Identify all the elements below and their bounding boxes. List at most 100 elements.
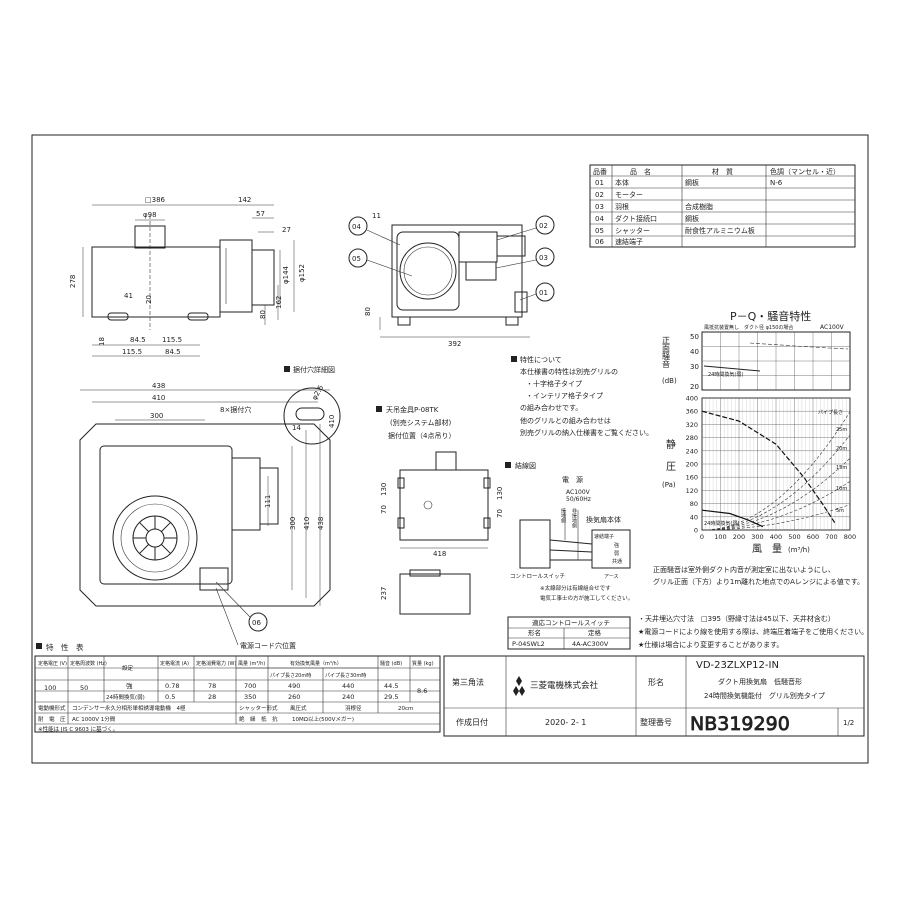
dim-80: 80 (259, 310, 267, 319)
pipe-15m: 15m (836, 465, 847, 471)
tb-model: VD-23ZLXP12-IN (696, 660, 779, 671)
switch-model: P-04SWL2 (512, 640, 545, 648)
note-2: ★電源コードにより線を使用する際は、終端圧着端子をご使用ください。 (638, 627, 868, 636)
features-line-6: 別売グリルの納入仕様書をご覧ください。 (520, 428, 653, 437)
hanger-sub1: (別売システム部材) (390, 418, 452, 427)
spec-shutter-value: 風圧式 (290, 704, 307, 712)
spec-h-frequency: 定格周波数 (Hz) (70, 660, 107, 667)
pq-noise-label: 正面騒音 (662, 336, 671, 369)
bottom-callout-06: 06 (252, 619, 261, 627)
callout-03: 03 (539, 254, 548, 262)
pq-pipe-curve (702, 457, 851, 531)
parts-row-2-no: 02 (595, 191, 604, 199)
pq-ytick-label: 320 (686, 421, 698, 429)
spec-row1-pipe30: 440 (342, 682, 354, 690)
dim-phi152: φ152 (298, 264, 306, 282)
parts-row-3-material: 合成樹脂 (685, 202, 713, 211)
features-line-3: ・インテリア格子タイプ (526, 391, 603, 400)
spec-table: 特 性 表 定格電圧 (V) 定格周波数 (Hz) 設定 定格電流 (A) 定格… (34, 642, 441, 733)
pq-series-line (701, 509, 764, 528)
tb-company: 三菱電機株式会社 (530, 680, 599, 691)
hanger-dim-70b: 70 (496, 509, 504, 518)
mount-detail-title: 据付穴詳細図 (293, 365, 335, 374)
pq-ytick-label: 400 (686, 395, 698, 403)
dim-115-5-a: 115.5 (162, 336, 182, 344)
tb-date-label: 作成日付 (456, 717, 488, 727)
dim-18: 18 (98, 337, 106, 346)
bottom-dim-410: 410 (152, 394, 165, 402)
tb-desc-2: 24時間換気機能付 グリル別売タイプ (704, 691, 825, 700)
parts-header-name: 品 名 (630, 167, 651, 176)
pq-xlabel: 風 量 (752, 543, 782, 555)
spec-row2-current: 0.5 (165, 693, 175, 701)
mount-detail: 据付穴詳細図 φ2.5 410 14 (283, 365, 341, 445)
fan-spoke (139, 522, 149, 532)
spec-withstand-label: 耐 電 圧 (38, 715, 66, 723)
dim-115-5-b: 115.5 (122, 348, 142, 356)
spec-frequency: 50 (80, 684, 88, 692)
spec-row2-setting: 24時間換気(弱) (106, 693, 145, 701)
noise-tick-20: 20 (690, 383, 699, 391)
notes: ・天井埋込穴寸法 □395（野縁寸法は45以下、天井材含む） ★電源コードにより… (638, 614, 868, 649)
bottom-dim-holes: 8×据付穴 (220, 405, 251, 414)
parts-row-6-name: 速結端子 (615, 237, 643, 246)
noise-note-2: グリル正面（下方）より1m離れた地点でのAレンジによる値です。 (653, 577, 864, 586)
spec-h-mass: 質量 (kg) (412, 660, 434, 667)
hanger-dim-130b: 130 (496, 487, 504, 500)
tb-doc-no: NB319290 (690, 713, 790, 735)
pq-xtick-label: 600 (807, 533, 819, 541)
sheet-border (31, 134, 869, 764)
wiring-note-2: 電気工事士の方が施工してください。 (540, 594, 633, 602)
bottom-dim-410-v: 410 (303, 517, 311, 530)
parts-row-1-name: 本体 (615, 178, 629, 187)
pq-series-line (701, 410, 836, 524)
spec-row2-pipe20: 260 (288, 693, 300, 701)
pq-ytick-label: 0 (694, 527, 698, 535)
spec-motor-value: コンデンサー永久分相形単相誘導電動機 4極 (72, 704, 186, 712)
features-title: 特性について (520, 355, 562, 364)
spec-insulation-value: 10MΩ以上(500Vメガー) (292, 715, 354, 723)
spec-row1-current: 0.78 (165, 682, 179, 690)
title-block: 第三角法 三菱電機株式会社 形名 VD-23ZLXP12-IN ダクト用換気扇 … (443, 655, 865, 737)
pipe-10m: 10m (836, 486, 847, 492)
callout-04: 04 (352, 223, 361, 231)
spec-h-current: 定格電流 (A) (160, 660, 189, 667)
parts-row-5-no: 05 (595, 227, 604, 235)
tb-date: 2020- 2- 1 (545, 718, 586, 727)
spec-row1-noise: 44.5 (384, 682, 398, 690)
features-line-1: 本仕様書の特性は別売グリルの (520, 367, 618, 376)
wiring-earth: アース (604, 574, 618, 580)
wiring-unit: 換気扇本体 (586, 515, 621, 524)
spec-h-power: 定格消費電力 (W) (196, 660, 236, 667)
spec-h-pipe30: パイプ長さ30m時 (325, 672, 366, 679)
pq-ytick-label: 120 (686, 487, 698, 495)
features-line-5: 他のグリルとの組み合わせは (520, 416, 611, 425)
note-3: ★仕様は場合により変更することがあります。 (638, 640, 783, 649)
pq-ylabel-1: 静 (666, 438, 676, 451)
dim-84-5-b: 84.5 (165, 348, 181, 356)
pq-note-2: AC100V (820, 324, 845, 331)
pq-ytick-label: 280 (686, 434, 698, 442)
callout-01: 01 (539, 289, 548, 297)
spec-h-group: 有効換気風量（m³/h） (290, 660, 342, 667)
noise-tick-40: 40 (690, 348, 699, 356)
switch-rating: 4A-AC300V (572, 640, 609, 648)
spec-insulation-label: 絶 縁 抵 抗 (239, 715, 278, 723)
spec-shutter-label: シャッター形式 (239, 704, 278, 712)
noise-note-1: 正面騒音は室外側ダクト内音が測定室に出ないようにし、 (653, 565, 835, 574)
wiring-live: 非接地側 (571, 507, 577, 528)
noise-note: 正面騒音は室外側ダクト内音が測定室に出ないようにし、 グリル正面（下方）より1m… (653, 565, 864, 586)
dim-162: 162 (275, 296, 283, 309)
features-note: 特性について 本仕様書の特性は別売グリルの ・十字格子タイプ ・インテリア格子タ… (511, 355, 653, 437)
mount-dim-14: 14 (292, 424, 301, 432)
spec-voltage: 100 (44, 684, 56, 692)
parts-row-1-material: 鋼板 (685, 178, 699, 187)
mount-dim-phi: φ2.5 (311, 384, 326, 402)
spec-row2-noise: 29.5 (384, 693, 398, 701)
tb-projection: 第三角法 (452, 677, 484, 687)
bottom-view: 438 410 300 8×据付穴 111 300 410 438 06 電源コ… (79, 382, 331, 650)
dim-phi98: φ98 (143, 211, 157, 219)
parts-table: 品番 品 名 材 質 色調（マンセル・近） 01 本体 鋼板 N-6 02 モー… (589, 164, 856, 248)
spec-row2-pipe30: 240 (342, 693, 354, 701)
pq-pipe-curve (701, 411, 851, 531)
